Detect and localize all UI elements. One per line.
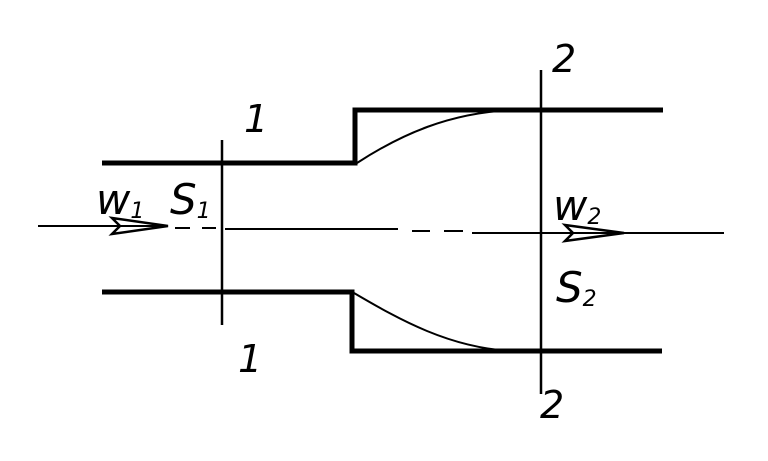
section-2-top-label: 2 bbox=[552, 37, 576, 81]
upper-jet-boundary bbox=[356, 109, 516, 164]
section-lines bbox=[220, 70, 543, 394]
section-1-bottom-label: 1 bbox=[238, 337, 262, 381]
label-s2-sub: 2 bbox=[583, 287, 597, 312]
label-w1-sub: 1 bbox=[130, 199, 144, 224]
flow-boundary-curves bbox=[353, 109, 516, 352]
label-w1-main: w bbox=[96, 175, 131, 224]
upper-wall bbox=[102, 107, 663, 166]
arrow-w1 bbox=[108, 216, 169, 236]
arrow-w2 bbox=[561, 223, 625, 243]
label-s2: S2 bbox=[556, 263, 597, 312]
centerline bbox=[38, 225, 724, 234]
label-s1: S1 bbox=[170, 175, 211, 224]
velocity-arrows bbox=[108, 216, 625, 243]
label-w2-main: w bbox=[553, 181, 588, 230]
label-w2-sub: 2 bbox=[587, 205, 601, 230]
label-s1-sub: 1 bbox=[197, 199, 211, 224]
label-s1-main: S bbox=[170, 175, 197, 224]
pipe-walls bbox=[102, 107, 663, 354]
section-2-bottom-label: 2 bbox=[540, 383, 564, 427]
lower-jet-boundary bbox=[353, 292, 513, 352]
section-1-top-label: 1 bbox=[244, 97, 268, 141]
label-w1: w1 bbox=[96, 175, 144, 224]
label-w2: w2 bbox=[553, 181, 601, 230]
label-s2-main: S bbox=[556, 263, 583, 312]
